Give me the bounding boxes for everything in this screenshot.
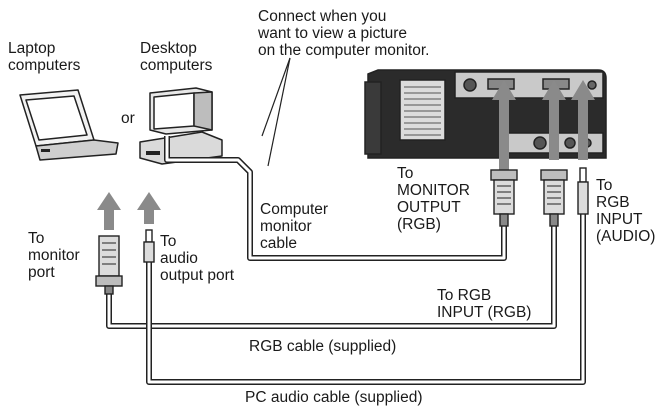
monitor-port-label: To monitor port [28, 230, 80, 281]
rgb-input-rgb-line-2: INPUT (RGB) [437, 304, 532, 321]
or-label: or [121, 110, 135, 127]
rgb-input-audio-line-2: RGB [596, 194, 630, 211]
audio-plug-icon [143, 229, 155, 263]
arrow-up-icon [542, 80, 566, 160]
audio-output-port-line-2: audio [160, 250, 198, 267]
computer-monitor-cable-line-3: cable [260, 235, 298, 252]
rgb-input-rgb-label: To RGB INPUT (RGB) [437, 287, 531, 321]
connect-note-line-3: on the computer monitor. [258, 42, 430, 59]
vga-connector-icon [95, 235, 123, 295]
projector-icon [364, 69, 607, 159]
connect-note-line-1: Connect when you [258, 8, 387, 25]
laptop-label-line-1: Laptop [8, 40, 56, 57]
audio-output-port-line-3: output port [160, 267, 235, 284]
rgb-input-audio-line-3: INPUT [596, 211, 643, 228]
monitor-output-line-4: (RGB) [397, 216, 441, 233]
desktop-label: Desktop computers [140, 40, 212, 74]
computer-monitor-cable-line-1: Computer [260, 201, 329, 218]
laptop-icon [19, 89, 119, 161]
arrow-up-icon [97, 192, 121, 230]
monitor-output-line-3: OUTPUT [397, 199, 461, 216]
rgb-cable [106, 226, 557, 329]
audio-output-port-label: To audio output port [160, 233, 234, 284]
arrow-up-icon [571, 80, 595, 160]
audio-plug-icon [577, 167, 589, 215]
arrow-up-icon [137, 192, 161, 224]
monitor-output-line-2: MONITOR [397, 182, 470, 199]
vga-connector-icon [540, 169, 568, 227]
audio-output-port-line-1: To [160, 233, 177, 250]
desktop-computer-icon [139, 87, 223, 165]
laptop-label: Laptop computers [8, 40, 80, 74]
monitor-port-line-3: port [28, 264, 55, 281]
rgb-input-audio-line-1: To [596, 177, 613, 194]
computer-monitor-cable [164, 136, 507, 261]
monitor-output-line-1: To [397, 165, 414, 182]
rgb-cable-label: RGB cable (supplied) [249, 338, 397, 355]
computer-monitor-cable-line-2: monitor [260, 218, 312, 235]
laptop-label-line-2: computers [8, 57, 81, 74]
rgb-input-audio-label: To RGB INPUT (AUDIO) [596, 177, 655, 245]
desktop-label-line-1: Desktop [140, 40, 197, 57]
rgb-input-audio-line-4: (AUDIO) [596, 228, 656, 245]
computer-monitor-cable-label: Computer monitor cable [260, 201, 328, 252]
connect-note: Connect when you want to view a picture … [258, 8, 429, 59]
pc-audio-cable-label: PC audio cable (supplied) [245, 389, 423, 406]
arrow-up-icon [492, 80, 516, 172]
desktop-label-line-2: computers [140, 57, 213, 74]
monitor-output-label: To MONITOR OUTPUT (RGB) [397, 165, 470, 233]
rgb-input-rgb-line-1: To RGB [437, 287, 492, 304]
connect-note-line-2: want to view a picture [258, 25, 408, 42]
callout-leader [261, 57, 291, 167]
monitor-port-line-1: To [28, 230, 45, 247]
monitor-port-line-2: monitor [28, 247, 80, 264]
pc-audio-cable [146, 214, 586, 385]
vga-connector-icon [490, 169, 518, 227]
